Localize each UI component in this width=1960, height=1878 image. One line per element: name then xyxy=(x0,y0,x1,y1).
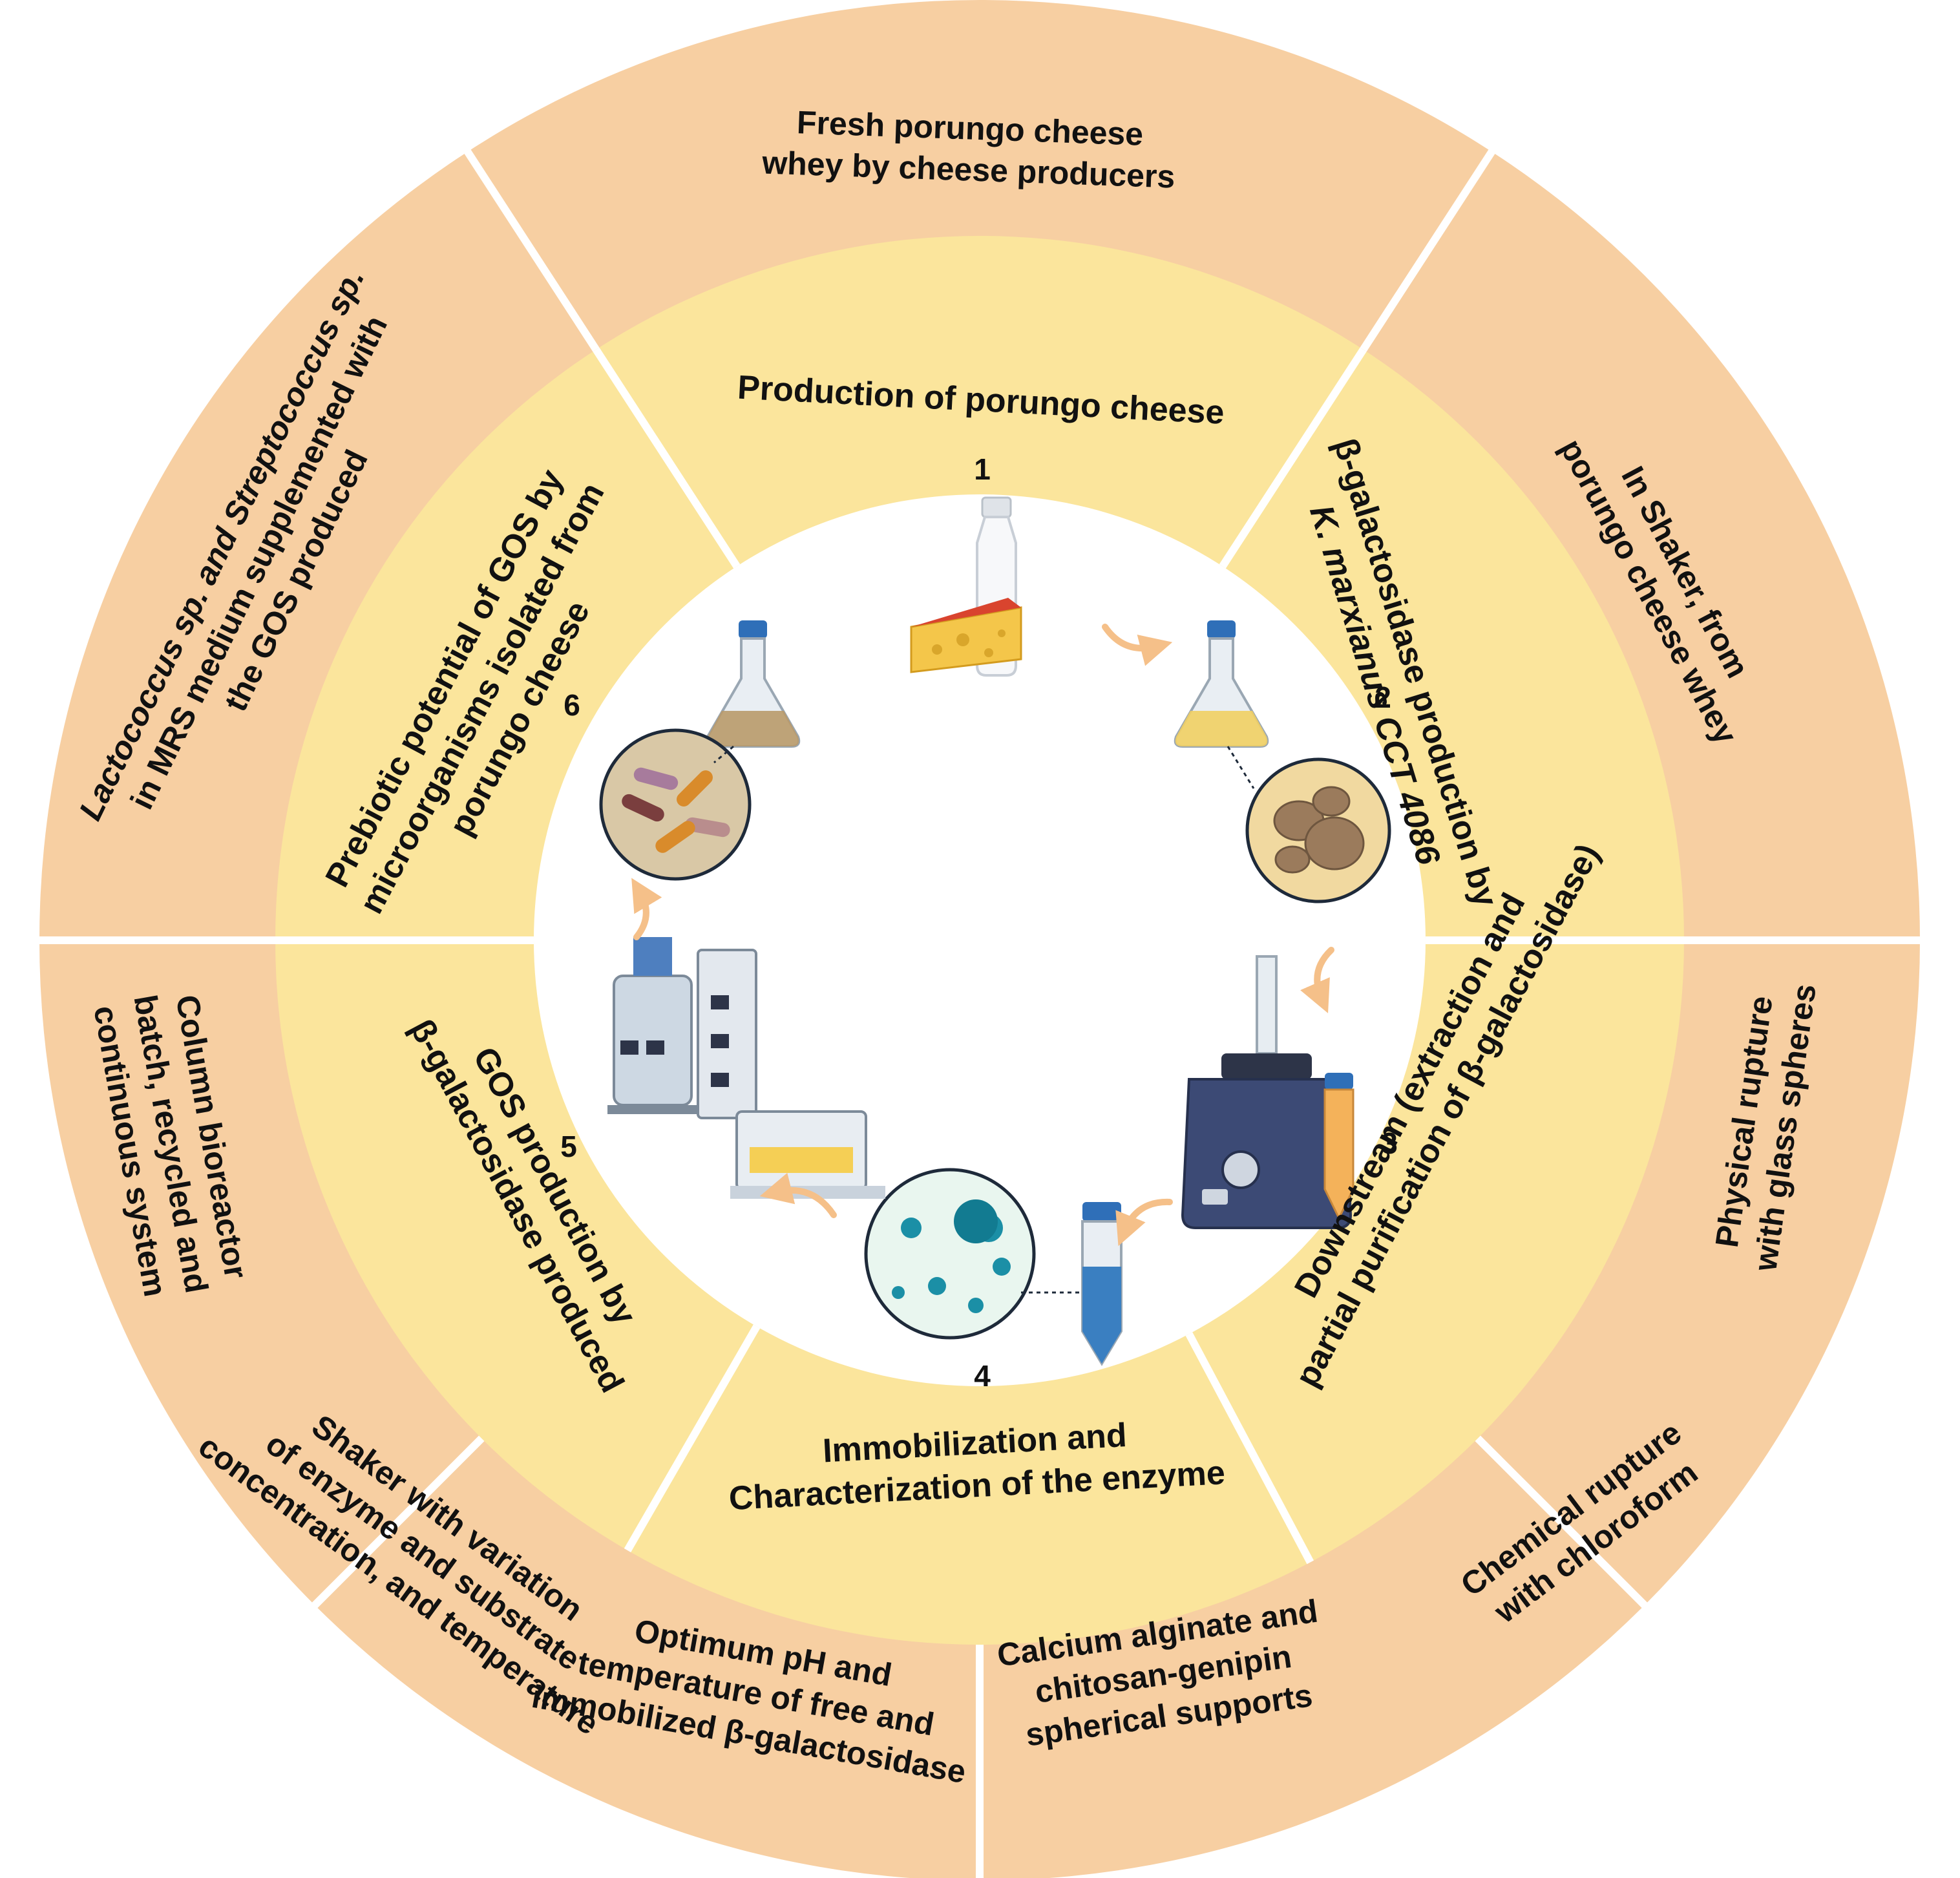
outer-divider xyxy=(310,1435,485,1610)
stage-3-number: 3 xyxy=(1381,1126,1398,1160)
outer-divider xyxy=(462,147,600,352)
milk-bottle-and-cheese-icon xyxy=(910,496,1022,677)
cycle-arrow xyxy=(631,878,662,940)
stage-5-number: 5 xyxy=(560,1130,577,1163)
inner-divider xyxy=(1219,347,1367,569)
cycle-arrows xyxy=(631,624,1334,1247)
stage-6-number: 6 xyxy=(564,688,580,722)
stage-1-number: 1 xyxy=(974,452,991,486)
cycle-arrow xyxy=(1102,624,1173,666)
vortex-mixer-icon xyxy=(1181,955,1354,1229)
bacteria-flask-icon xyxy=(599,620,801,881)
stage-4-number: 4 xyxy=(974,1359,991,1393)
cycle-arrow xyxy=(1300,947,1334,1013)
cycle-arrow xyxy=(759,1172,837,1218)
dividers xyxy=(36,147,1923,1878)
stage-2-number: 2 xyxy=(1375,681,1391,714)
inner-divider xyxy=(624,1324,761,1552)
immobilized-beads-tube-icon xyxy=(864,1168,1122,1366)
inner-divider xyxy=(593,347,741,569)
yeast-flask-icon xyxy=(1174,620,1391,903)
cycle-arrow xyxy=(1115,1198,1173,1247)
bioreactor-and-shaker-icon xyxy=(607,937,885,1199)
stage-icons xyxy=(599,496,1391,1366)
outer-divider xyxy=(1360,147,1497,352)
inner-divider xyxy=(1185,1332,1314,1565)
outer-divider xyxy=(1475,1435,1650,1610)
